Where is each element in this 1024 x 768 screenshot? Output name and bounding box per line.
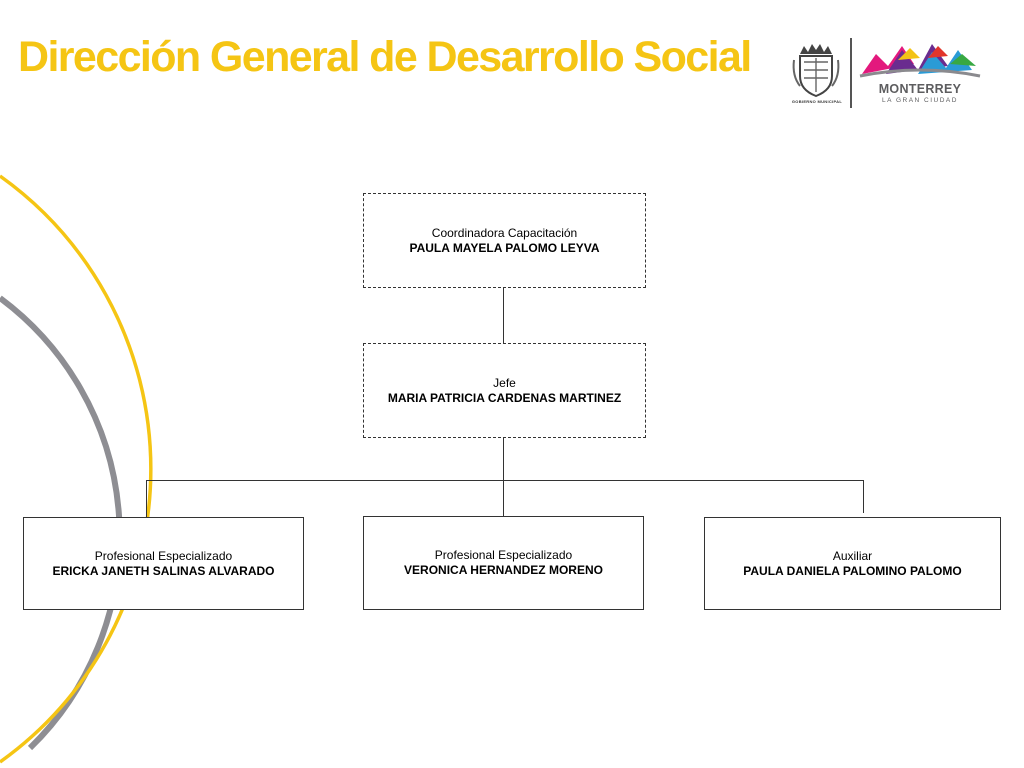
city-tagline: LA GRAN CIUDAD [882, 97, 958, 104]
connector-head-staff [503, 437, 504, 517]
coat-of-arms-icon [792, 44, 840, 98]
node-name: MARIA PATRICIA CARDENAS MARTINEZ [387, 390, 622, 405]
org-node-coordinator: Coordinadora Capacitación PAULA MAYELA P… [363, 193, 646, 288]
node-role: Jefe [493, 375, 516, 390]
connector-staff-right [863, 480, 864, 513]
connector-coordinator-head [503, 287, 504, 344]
org-node-staff-2: Profesional Especializado VERONICA HERNA… [363, 516, 644, 610]
page-title: Dirección General de Desarrollo Social [18, 33, 752, 81]
node-name: PAULA MAYELA PALOMO LEYVA [409, 240, 600, 255]
node-role: Auxiliar [832, 548, 873, 563]
connector-staff-left [146, 480, 147, 517]
node-role: Profesional Especializado [94, 548, 233, 563]
node-role: Profesional Especializado [434, 548, 573, 562]
node-name: ERICKA JANETH SALINAS ALVARADO [52, 563, 275, 578]
node-role: Coordinadora Capacitación [431, 225, 578, 240]
org-node-staff-1: Profesional Especializado ERICKA JANETH … [23, 517, 304, 610]
logo-divider [850, 38, 852, 108]
crest-caption: GOBIERNO MUNICIPAL [791, 99, 843, 104]
org-node-staff-3: Auxiliar PAULA DANIELA PALOMINO PALOMO [704, 517, 1001, 610]
node-name: VERONICA HERNANDEZ MORENO [404, 563, 603, 577]
node-name: PAULA DANIELA PALOMINO PALOMO [743, 563, 962, 578]
city-name: MONTERREY [878, 82, 962, 96]
org-node-head: Jefe MARIA PATRICIA CARDENAS MARTINEZ [363, 343, 646, 438]
connector-staff-bar [146, 480, 864, 481]
city-mountains-icon [859, 44, 981, 78]
yellow-arc [0, 174, 153, 764]
municipal-logo: GOBIERNO MUNICIPAL MONTERREY LA GRAN CIU… [786, 36, 986, 112]
